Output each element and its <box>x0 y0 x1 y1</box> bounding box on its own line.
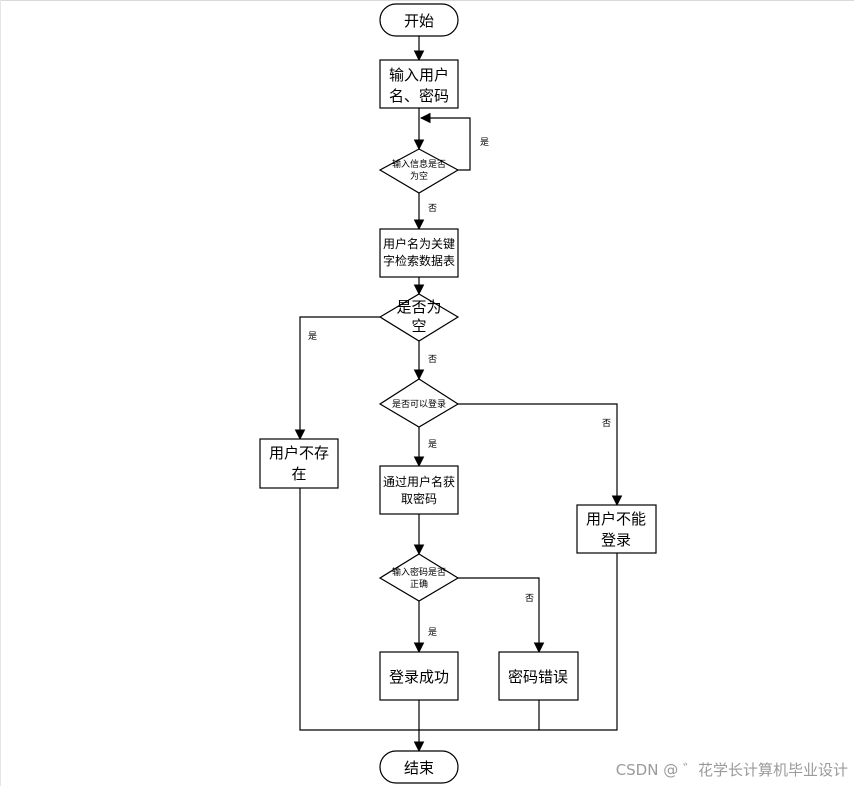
pwd-check-diamond <box>378 553 460 602</box>
canlogin-yes-label: 是 <box>428 439 437 450</box>
not-exist-label-line1: 用户不存 <box>269 444 329 462</box>
wrong-pwd-label: 密码错误 <box>508 668 568 686</box>
search-box <box>379 228 459 278</box>
cannot-login-label-line1: 用户不能 <box>586 510 646 528</box>
search-label-line2: 字检索数据表 <box>383 253 455 268</box>
edge-isnull-yes <box>294 316 380 441</box>
get-pwd-label-line1: 通过用户名获 <box>383 474 455 489</box>
start-terminal <box>379 3 459 37</box>
input-label-line2: 名、密码 <box>389 87 449 105</box>
canlogin-no-label: 否 <box>602 418 611 429</box>
csdn-watermark: CSDN @ ゛花学长计算机毕业设计 <box>615 761 848 779</box>
pwd-check-label-line2: 正确 <box>410 578 428 590</box>
edge-notexist-merge <box>299 488 618 731</box>
get-pwd-box <box>379 465 459 515</box>
not-exist-label-line2: 在 <box>291 465 306 483</box>
search-label-line1: 用户名为关键 <box>383 236 455 251</box>
end-terminal <box>379 750 459 784</box>
cannot-login-box <box>576 504 657 554</box>
pwdcheck-no-label: 否 <box>525 593 534 604</box>
not-exist-box <box>259 438 339 489</box>
isnull-no-label: 否 <box>428 354 437 365</box>
get-pwd-label-line2: 取密码 <box>401 491 437 506</box>
edge-pwdcheck-no <box>458 577 545 654</box>
input-label-line1: 输入用户 <box>389 66 449 84</box>
loop-yes-label: 是 <box>480 137 489 148</box>
edge-canlogin-no <box>458 403 623 507</box>
is-null-diamond <box>378 293 460 342</box>
pwd-check-label-line1: 输入密码是否 <box>392 566 446 578</box>
top-border <box>0 0 854 1</box>
end-label: 结束 <box>404 759 434 777</box>
check-empty-label-line2: 为空 <box>410 170 428 182</box>
wrong-pwd-box <box>498 651 579 701</box>
can-login-label: 是否可以登录 <box>392 399 446 410</box>
check-no-label: 否 <box>428 203 437 214</box>
success-label: 登录成功 <box>389 668 449 686</box>
cannot-login-label-line2: 登录 <box>601 531 631 549</box>
is-null-label-line1: 是否为 <box>396 298 441 316</box>
can-login-diamond <box>378 378 460 428</box>
input-box <box>379 59 459 109</box>
isnull-yes-label: 是 <box>308 331 317 342</box>
pwdcheck-yes-label: 是 <box>428 627 437 638</box>
edge-check-yes-loop <box>419 112 471 171</box>
left-border <box>0 0 1 786</box>
is-null-label-line2: 空 <box>411 317 426 335</box>
check-empty-diamond <box>378 148 460 194</box>
check-empty-label-line1: 输入信息是否 <box>392 158 446 170</box>
start-label: 开始 <box>404 12 434 30</box>
success-box <box>379 651 459 701</box>
